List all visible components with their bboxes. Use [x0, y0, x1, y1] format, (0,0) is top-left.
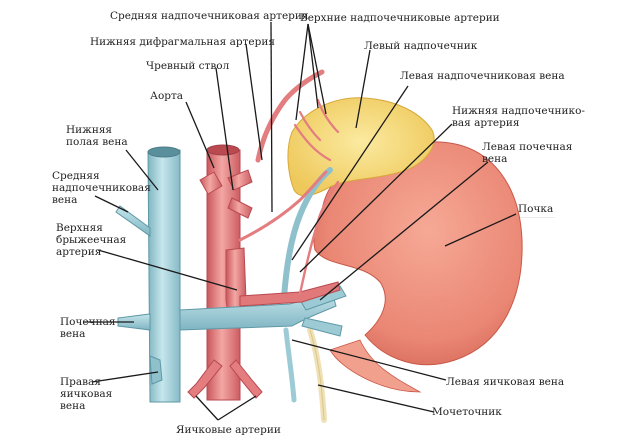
label-left-adrenal-gland: Левый надпочечник	[364, 40, 478, 52]
leader-lines	[84, 21, 517, 421]
label-superior-mesenteric-artery: Верхняя брыжеечная артерия	[56, 222, 126, 258]
inferior-phrenic-artery-shape	[255, 69, 325, 163]
label-right-testicular-vein-line1: Правая	[60, 376, 101, 388]
label-right-testicular-vein-line3: вена	[60, 400, 86, 412]
label-ureter: Мочеточник	[432, 406, 502, 418]
label-renal-vein-line2: вена	[60, 328, 86, 340]
label-middle-adrenal-vein-line3: вена	[52, 194, 78, 206]
celiac-trunk-shape	[199, 169, 253, 219]
label-right-testicular-vein-line2: яичковая	[60, 388, 113, 400]
label-ivc-line1: Нижняя	[66, 124, 113, 136]
label-middle-adrenal-vein: Средняя надпочечниковая вена	[52, 170, 151, 206]
label-inferior-adrenal-artery-line1: Нижняя надпочечнико-	[452, 105, 585, 117]
label-left-renal-vein-line1: Левая почечная	[482, 141, 573, 153]
label-ivc-line2: полая вена	[66, 136, 128, 148]
label-right-testicular-vein: Правая яичковая вена	[60, 376, 112, 412]
label-inferior-vena-cava: Нижняя полая вена	[66, 124, 128, 148]
superior-adrenal-artery-shape	[293, 98, 340, 162]
kidney-shape	[313, 141, 523, 393]
label-sma-line2: брыжеечная	[56, 234, 127, 246]
label-inferior-phrenic-artery: Нижняя дифрагмальная артерия	[90, 36, 275, 48]
label-aorta: Аорта	[150, 90, 184, 102]
inferior-vena-cava-shape	[147, 146, 181, 403]
label-superior-adrenal-arteries: Верхние надпочечниковые артерии	[300, 12, 500, 24]
inferior-adrenal-artery-shape	[298, 180, 340, 296]
label-renal-vein: Почечная вена	[60, 316, 115, 340]
label-kidney: Почка	[518, 203, 554, 215]
middle-adrenal-artery-shape	[238, 170, 328, 242]
label-sma-line1: Верхняя	[56, 222, 103, 234]
left-testicular-vein-shape	[283, 327, 297, 403]
label-left-testicular-vein: Левая яичковая вена	[446, 376, 565, 388]
testicular-arteries-shape	[187, 359, 263, 399]
label-celiac-trunk: Чревный ствол	[146, 60, 230, 72]
ureter-shape	[307, 327, 327, 423]
middle-adrenal-vein-shape	[115, 205, 151, 237]
label-middle-adrenal-artery: Средняя надпочечниковая артерия	[110, 10, 309, 22]
label-inferior-adrenal-artery-line2: вая артерия	[452, 117, 520, 129]
label-left-adrenal-vein: Левая надпочечниковая вена	[400, 70, 565, 82]
label-testicular-arteries: Яичковые артерии	[176, 424, 281, 436]
label-inferior-adrenal-artery: Нижняя надпочечнико- вая артерия	[452, 105, 585, 129]
label-middle-adrenal-vein-line2: надпочечниковая	[52, 182, 151, 194]
label-middle-adrenal-vein-line1: Средняя	[52, 170, 100, 182]
right-testicular-vein-shape	[149, 355, 163, 385]
label-renal-vein-line1: Почечная	[60, 316, 116, 328]
label-left-renal-vein-line2: вена	[482, 153, 508, 165]
label-left-renal-vein: Левая почечная вена	[482, 141, 572, 165]
label-sma-line3: артерия	[56, 246, 102, 258]
